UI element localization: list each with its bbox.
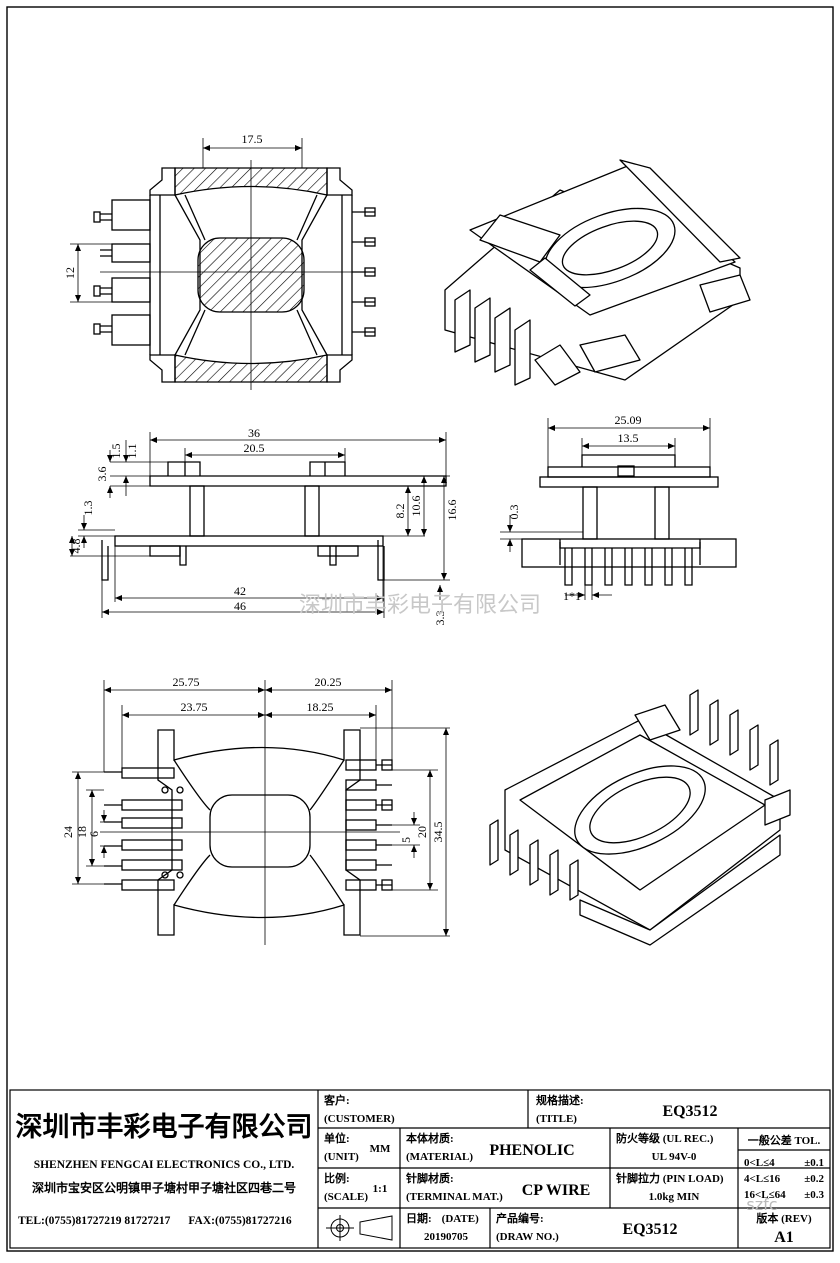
fax-value: (0755)81727216 (215, 1215, 292, 1227)
unit-label-en: (UNIT) (324, 1151, 359, 1163)
side-view-dims (500, 418, 711, 600)
dim-front-1-5: 1.5 (109, 444, 123, 459)
dim-bot-20-25: 20.25 (315, 675, 342, 689)
tel-label: TEL: (18, 1215, 45, 1227)
dim-bot-25-75: 25.75 (173, 675, 200, 689)
scale-value: 1:1 (373, 1183, 388, 1195)
dim-bot-24: 24 (61, 826, 75, 838)
dim-front-10-6: 10.6 (409, 496, 423, 517)
terminal-label-en: (TERMINAL MAT.) (406, 1191, 503, 1203)
dim-side-25-09: 25.09 (615, 413, 642, 427)
draw-label-cn: 产品编号: (496, 1211, 544, 1225)
flame-label: 防火等级 (UL REC.) (616, 1131, 714, 1145)
company-watermark: 深圳市丰彩电子有限公司 (299, 593, 541, 618)
dim-side-pitch: 1*1 (563, 589, 581, 603)
material-label-cn: 本体材质: (406, 1131, 454, 1145)
dim-front-3-6: 3.6 (95, 467, 109, 482)
bottom-view (100, 720, 400, 945)
dim-side-0-3: 0.3 (507, 505, 521, 520)
dim-front-4-8: 4.8 (69, 539, 83, 554)
title-label-cn: 规格描述: (536, 1093, 584, 1107)
dim-front-3-3: 3.3 (433, 611, 447, 626)
terminal-value: CP WIRE (522, 1182, 591, 1199)
company-name-en: SHENZHEN FENGCAI ELECTRONICS CO., LTD. (34, 1159, 295, 1171)
fax-label: FAX: (188, 1215, 215, 1227)
unit-value: MM (370, 1143, 391, 1155)
dim-top-width: 17.5 (242, 132, 263, 146)
sheet-border (6, 6, 834, 1252)
dim-front-inner: 20.5 (244, 441, 265, 455)
dim-front-8-2: 8.2 (393, 504, 407, 519)
tol-range-2: 16<L≤64 (744, 1189, 786, 1201)
rev-value: A1 (774, 1229, 794, 1246)
tel-value: (0755)81727219 81727217 (45, 1215, 171, 1227)
tol-range-1: 4<L≤16 (744, 1173, 781, 1185)
title-block (9, 1089, 831, 1249)
material-label-en: (MATERIAL) (406, 1151, 473, 1163)
tol-value-1: ±0.2 (804, 1173, 824, 1185)
dim-front-42: 42 (234, 584, 246, 598)
dim-side-13-5: 13.5 (618, 431, 639, 445)
dim-bot-6: 6 (87, 831, 101, 837)
scale-label-en: (SCALE) (324, 1191, 368, 1203)
front-view-dims (69, 432, 450, 618)
dim-front-46: 46 (234, 599, 246, 613)
dim-bot-23-75: 23.75 (181, 700, 208, 714)
rev-label: 版本 (REV) (756, 1211, 812, 1225)
company-phone-line: TEL:(0755)81727219 81727217 FAX:(0755)817… (18, 1215, 292, 1227)
draw-label-en: (DRAW NO.) (496, 1231, 559, 1243)
top-view-dims (70, 138, 303, 303)
terminal-label-cn: 针脚材质: (406, 1171, 454, 1185)
iso-view-bottom (489, 689, 791, 946)
customer-label-en: (CUSTOMER) (324, 1113, 395, 1125)
top-view (93, 160, 376, 390)
dim-front-1-3: 1.3 (81, 501, 95, 516)
tol-range-0: 0<L≤4 (744, 1157, 775, 1169)
pin-load-value: 1.0kg MIN (649, 1191, 700, 1203)
material-value: PHENOLIC (489, 1142, 574, 1159)
dim-top-height: 12 (63, 267, 77, 279)
projection-symbol-icon (326, 1215, 393, 1241)
dim-bot-5: 5 (399, 837, 413, 843)
tol-value-2: ±0.3 (804, 1189, 824, 1201)
tol-value-0: ±0.1 (804, 1157, 824, 1169)
customer-label-cn: 客户: (323, 1093, 350, 1107)
draw-value: EQ3512 (622, 1221, 677, 1238)
bottom-view-dims (72, 680, 450, 937)
side-view (521, 454, 737, 586)
scale-label-cn: 比例: (324, 1171, 350, 1185)
title-label-en: (TITLE) (536, 1113, 577, 1125)
dim-front-1-1: 1.1 (125, 444, 139, 459)
date-label: 日期:(DATE) (406, 1211, 479, 1225)
front-view (101, 461, 447, 581)
site-watermark: szfc (746, 1195, 777, 1214)
flame-value: UL 94V-0 (652, 1151, 697, 1163)
dim-bot-18-25: 18.25 (307, 700, 334, 714)
dim-bot-18: 18 (75, 826, 89, 838)
date-value: 20190705 (424, 1231, 469, 1243)
company-address: 深圳市宝安区公明镇甲子塘村甲子塘社区四巷二号 (32, 1180, 296, 1195)
iso-view-top (444, 159, 751, 386)
company-name-cn: 深圳市丰彩电子有限公司 (16, 1111, 313, 1143)
dim-bot-34-5: 34.5 (431, 822, 445, 843)
dim-front-16-6: 16.6 (445, 500, 459, 521)
dim-front-total: 36 (248, 426, 260, 440)
pin-load-label: 针脚拉力 (PIN LOAD) (616, 1171, 724, 1185)
unit-label-cn: 单位: (324, 1131, 350, 1145)
dim-bot-20: 20 (415, 826, 429, 838)
tolerance-title: 一般公差 TOL. (748, 1133, 821, 1147)
title-value: EQ3512 (662, 1103, 717, 1120)
